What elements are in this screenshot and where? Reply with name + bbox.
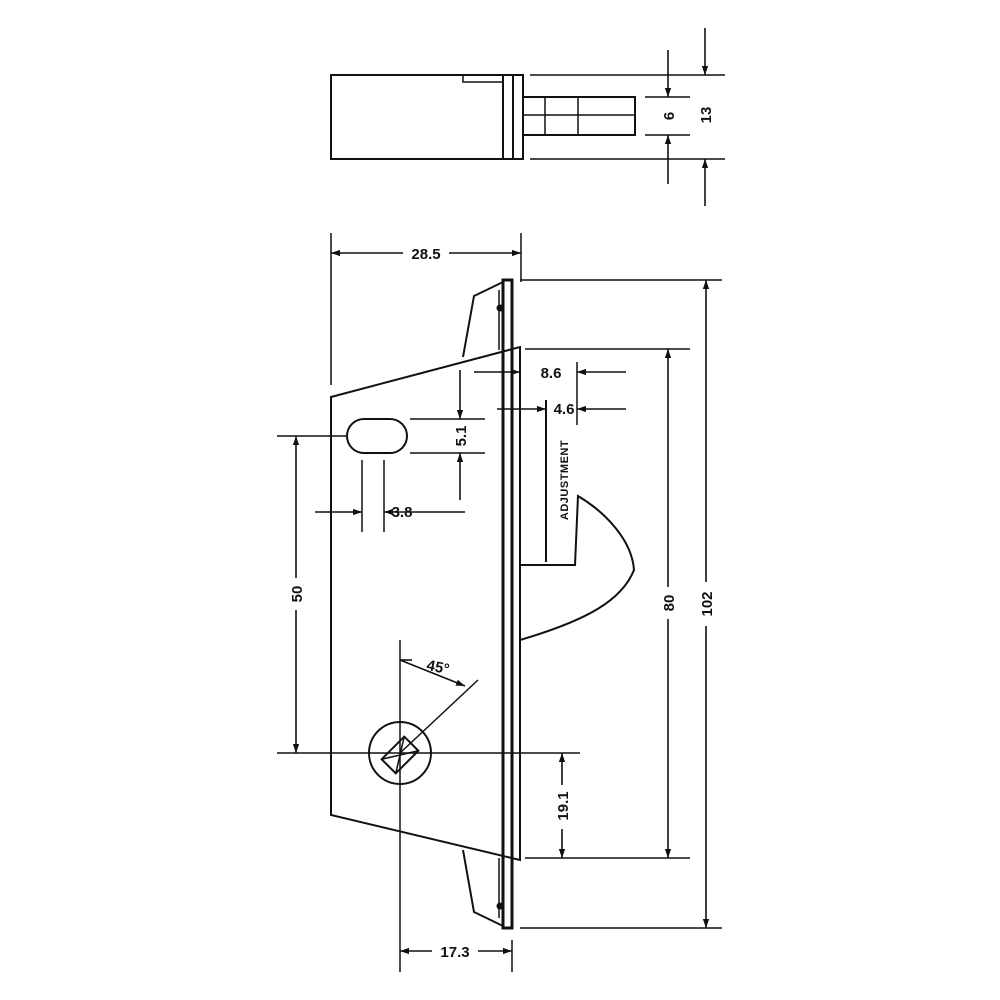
dim-80-label: 80 [661,595,678,612]
top-view: 13 6 [330,28,725,206]
latch-hook [519,494,636,641]
dim-4-6-label: 4.6 [554,401,575,418]
angle-line [399,679,479,754]
dim-17-3-label: 17.3 [440,944,469,961]
top-view-body [330,74,504,160]
top-view-tab [462,75,503,83]
top-view-faceplate-outer [512,74,524,160]
lock-case [330,345,521,862]
angle-45-arrow [399,659,466,687]
bottom-tab [462,849,504,927]
front-view: ADJUSTMENT 45° 2 [277,233,722,972]
top-tab [462,281,504,358]
dim-19-1-label: 19.1 [555,791,572,820]
dim-50-label: 50 [289,586,306,603]
faceplate-screw-bottom [496,902,504,910]
dim-3-8-label: 3.8 [392,504,413,521]
adjustment-slot [346,418,408,454]
angle-45-label: 45° [425,657,451,678]
dim-8-6-label: 8.6 [541,365,562,382]
dim-5-1-label: 5.1 [453,426,470,447]
dim-102-label: 102 [699,591,716,616]
faceplate-screw-top [496,304,504,312]
dim-6-label: 6 [661,112,678,120]
top-view-bolt [522,96,636,136]
dim-13-label: 13 [698,107,715,124]
dim-28-5-label: 28.5 [411,246,440,263]
adjustment-label: ADJUSTMENT [559,440,571,520]
top-view-faceplate-inner [502,74,514,160]
faceplate [501,278,514,930]
